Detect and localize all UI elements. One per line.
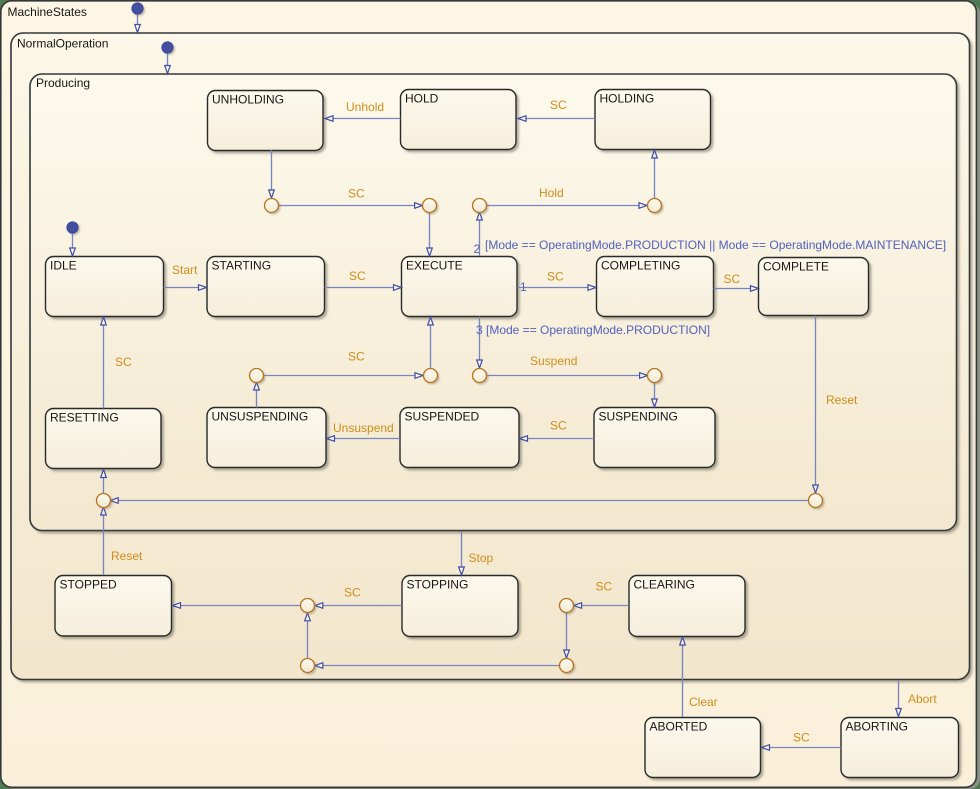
svg-text:SC: SC (550, 419, 567, 433)
svg-text:SC: SC (348, 350, 365, 364)
svg-text:Stop: Stop (469, 551, 494, 565)
svg-text:STOPPED: STOPPED (60, 578, 117, 592)
svg-text:SC: SC (349, 269, 366, 283)
svg-text:SC: SC (596, 580, 613, 594)
svg-text:[Mode == OperatingMode.PRODUCT: [Mode == OperatingMode.PRODUCTION] (486, 323, 710, 337)
svg-text:SC: SC (547, 270, 564, 284)
svg-text:SUSPENDED: SUSPENDED (405, 410, 480, 424)
svg-text:COMPLETING: COMPLETING (601, 259, 680, 273)
svg-text:SUSPENDING: SUSPENDING (599, 410, 678, 424)
svg-text:COMPLETE: COMPLETE (763, 260, 829, 274)
svg-text:Unhold: Unhold (346, 100, 384, 114)
svg-text:2: 2 (474, 242, 481, 256)
svg-text:ABORTED: ABORTED (650, 720, 708, 734)
svg-text:Hold: Hold (539, 186, 564, 200)
svg-text:SC: SC (724, 272, 741, 286)
svg-text:NormalOperation: NormalOperation (17, 37, 108, 51)
svg-text:SC: SC (348, 187, 365, 201)
svg-text:SC: SC (550, 98, 567, 112)
svg-text:SC: SC (115, 355, 132, 369)
svg-text:[Mode == OperatingMode.PRODUCT: [Mode == OperatingMode.PRODUCTION || Mod… (485, 238, 946, 252)
svg-text:Producing: Producing (36, 76, 90, 90)
svg-text:1: 1 (520, 280, 527, 294)
svg-text:RESETTING: RESETTING (50, 411, 119, 425)
svg-text:SC: SC (344, 586, 361, 600)
svg-text:HOLDING: HOLDING (600, 92, 655, 106)
svg-text:IDLE: IDLE (50, 259, 77, 273)
svg-text:Start: Start (172, 263, 198, 277)
svg-text:Suspend: Suspend (530, 354, 577, 368)
svg-text:ABORTING: ABORTING (846, 720, 908, 734)
svg-text:UNHOLDING: UNHOLDING (212, 93, 284, 107)
svg-text:Unsuspend: Unsuspend (333, 421, 394, 435)
svg-text:STOPPING: STOPPING (407, 578, 469, 592)
svg-text:Abort: Abort (908, 692, 937, 706)
svg-text:CLEARING: CLEARING (634, 578, 695, 592)
svg-text:SC: SC (793, 731, 810, 745)
svg-text:STARTING: STARTING (212, 259, 272, 273)
svg-text:3: 3 (476, 323, 483, 337)
svg-text:UNSUSPENDING: UNSUSPENDING (212, 410, 309, 424)
svg-text:HOLD: HOLD (405, 92, 439, 106)
svg-text:Reset: Reset (111, 549, 143, 563)
svg-text:MachineStates: MachineStates (8, 5, 87, 19)
svg-text:Clear: Clear (689, 695, 718, 709)
svg-text:Reset: Reset (826, 393, 858, 407)
svg-text:EXECUTE: EXECUTE (406, 259, 463, 273)
